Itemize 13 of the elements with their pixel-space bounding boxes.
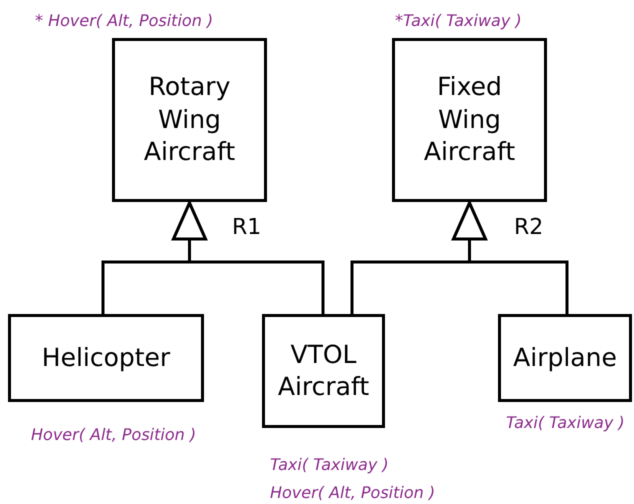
operation-text: Taxi( Taxiway ) [506, 413, 625, 432]
operation-text: Hover( Alt, Position ) [270, 483, 436, 502]
operation-text: Hover( Alt, Position ) [31, 425, 196, 444]
class-name: Helicopter [40, 342, 172, 374]
class-name: Fixed Wing Aircraft [422, 71, 516, 168]
generalization-arrow [172, 202, 324, 314]
class-name: VTOL Aircraft [276, 338, 370, 403]
generalization-arrow [452, 202, 568, 314]
operation-text: *Taxi( Taxiway ) [395, 11, 522, 30]
operation-text: Taxi( Taxiway ) [270, 455, 389, 474]
class-name: Rotary Wing Aircraft [142, 71, 236, 168]
class-name: Airplane [512, 342, 618, 374]
operation-text: * Hover( Alt, Position ) [35, 11, 214, 30]
